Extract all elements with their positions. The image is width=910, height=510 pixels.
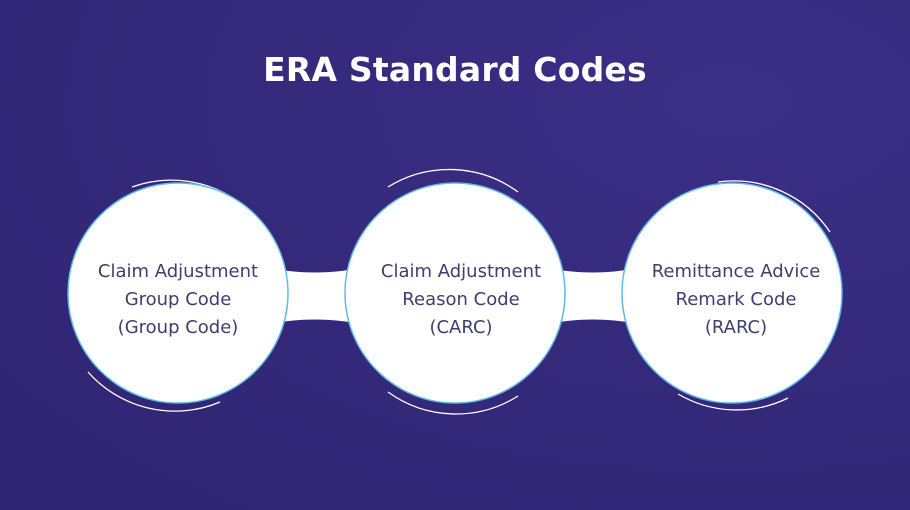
arc-top-2 bbox=[387, 168, 519, 193]
arc-bottom-3 bbox=[677, 393, 789, 411]
code-1-line-3: (Group Code) bbox=[117, 317, 239, 338]
arc-bottom-2 bbox=[387, 391, 519, 415]
code-label-3: Remittance Advice Remark Code (RARC) bbox=[641, 258, 831, 342]
code-circle-3 bbox=[621, 182, 843, 404]
code-1-line-1: Claim Adjustment bbox=[97, 261, 259, 282]
code-3-line-3: (RARC) bbox=[704, 317, 768, 338]
arc-bottom-1 bbox=[87, 371, 221, 412]
code-1-line-2: Group Code bbox=[124, 289, 232, 310]
arc-top-3 bbox=[717, 180, 831, 233]
code-3-line-1: Remittance Advice bbox=[651, 261, 821, 282]
code-label-1: Claim Adjustment Group Code (Group Code) bbox=[83, 258, 273, 342]
code-2-line-3: (CARC) bbox=[429, 317, 493, 338]
code-circle-1 bbox=[67, 182, 289, 404]
code-2-line-1: Claim Adjustment bbox=[380, 261, 542, 282]
connector-1-2 bbox=[270, 268, 360, 324]
code-label-2: Claim Adjustment Reason Code (CARC) bbox=[366, 258, 556, 342]
code-2-line-2: Reason Code bbox=[402, 289, 520, 310]
code-3-line-2: Remark Code bbox=[675, 289, 797, 310]
diagram-title: ERA Standard Codes bbox=[263, 50, 647, 89]
code-circle-2 bbox=[344, 182, 566, 404]
connector-2-3 bbox=[548, 268, 638, 324]
